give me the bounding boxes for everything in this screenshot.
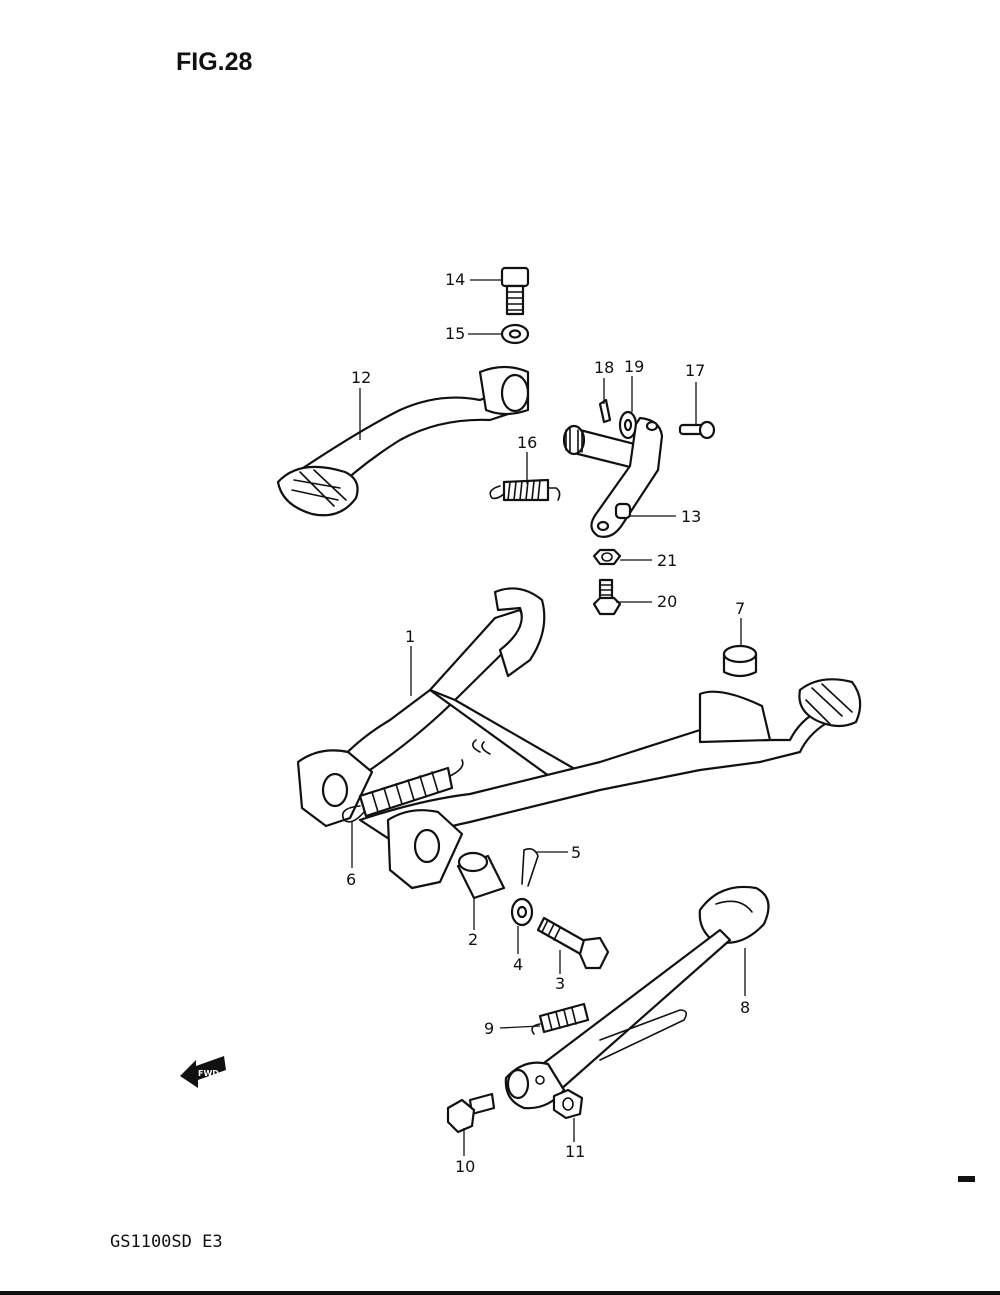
callout-17: 17 [685,361,705,380]
part-spring-9 [531,1002,590,1035]
edge-mark [958,1176,975,1182]
callout-19: 19 [624,357,644,376]
part-brake-shaft-13 [562,416,664,538]
callout-11: 11 [565,1142,585,1161]
part-bolt-10 [446,1092,496,1134]
fwd-arrow-icon: FWD [180,1056,226,1088]
part-washer-15 [500,323,530,345]
callout-7: 7 [735,599,745,618]
part-bolt-20 [592,578,622,616]
callout-18: 18 [594,358,614,377]
callout-14: 14 [445,270,465,289]
part-cotter-pin-5 [521,848,539,887]
bottom-rule [0,1291,1000,1295]
callout-15: 15 [445,324,465,343]
part-spring-16 [489,478,561,502]
figure-title: FIG.28 [176,48,253,76]
callout-21: 21 [657,551,677,570]
callout-6: 6 [346,870,356,889]
callout-3: 3 [555,974,565,993]
part-washer-19 [618,410,638,440]
callout-16: 16 [517,433,537,452]
part-brake-pedal-12 [276,365,530,517]
part-spacer-2 [456,851,506,900]
part-pin-17 [678,420,716,440]
callout-1: 1 [405,627,415,646]
callout-12: 12 [351,368,371,387]
callout-labels: 14 15 12 16 18 19 17 13 21 20 7 1 6 5 2 … [346,270,750,1176]
fwd-label: FWD [198,1069,219,1078]
callout-20: 20 [657,592,677,611]
callout-9: 9 [484,1019,494,1038]
callout-8: 8 [740,998,750,1017]
part-nut-11 [552,1088,584,1120]
part-spring-6 [341,759,464,823]
callout-13: 13 [681,507,701,526]
part-nut-21 [592,548,622,566]
part-center-stand-1 [296,587,862,890]
part-cotter-pin-18 [598,398,612,424]
callout-2: 2 [468,930,478,949]
callout-4: 4 [513,955,523,974]
part-washer-4 [510,897,534,927]
callout-5: 5 [571,843,581,862]
part-side-stand-8 [504,885,770,1110]
part-bolt-3 [536,916,610,970]
part-stopper-7 [722,644,758,678]
part-bolt-14 [500,266,530,316]
leader-lines [351,279,746,1156]
callout-10: 10 [455,1157,475,1176]
model-code: GS1100SD E3 [110,1232,223,1252]
